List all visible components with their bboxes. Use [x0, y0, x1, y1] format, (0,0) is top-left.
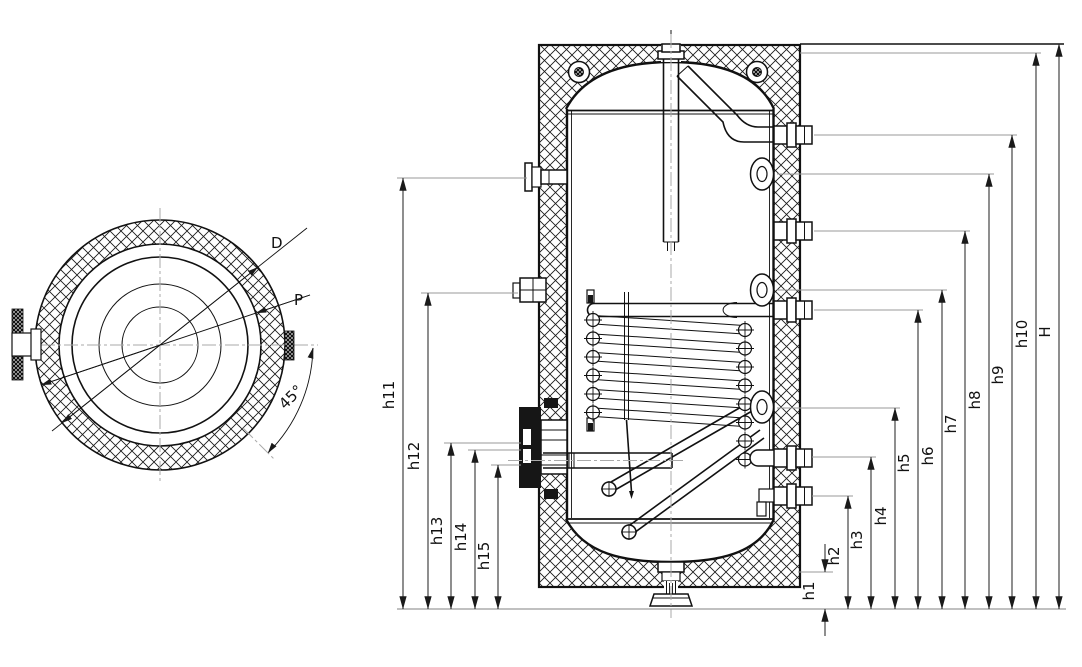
dim-label-h1: h1	[800, 581, 818, 600]
vessel-interior	[566, 62, 774, 562]
dimension-h1: h1	[798, 544, 833, 636]
lifting-eye-left	[567, 60, 591, 84]
dimension-h15: h15	[475, 464, 521, 610]
right-union-h3	[749, 445, 813, 471]
top-view: D P 45°	[11, 208, 318, 484]
dimension-h10: h10	[800, 52, 1041, 610]
shell-diameter-label: P	[294, 291, 303, 309]
right-union-h2	[756, 483, 813, 517]
dimension-h9: h9	[814, 134, 1017, 610]
right-connection-plan	[284, 330, 295, 361]
dim-label-h3: h3	[848, 530, 866, 549]
insulation-section	[539, 45, 800, 587]
side-connection-plan	[11, 308, 42, 381]
dim-label-h9: h9	[989, 365, 1007, 384]
side-view	[508, 30, 813, 618]
dim-label-h7: h7	[942, 414, 960, 433]
outer-diameter-label: D	[271, 234, 283, 252]
dimension-h3: h3	[812, 456, 876, 610]
coil-sections-right	[736, 321, 754, 469]
dimension-H: H	[800, 43, 1064, 610]
dim-label-h10: h10	[1013, 320, 1031, 349]
upper-outlet-pipe	[676, 65, 774, 143]
right-union-h9	[773, 122, 813, 148]
dim-label-h8: h8	[966, 390, 984, 409]
dim-label-h14: h14	[452, 523, 470, 552]
dimension-h8: h8	[777, 173, 994, 610]
sensor-pocket-1	[749, 157, 775, 191]
dim-label-h13: h13	[428, 517, 446, 546]
heater-flange	[508, 398, 686, 499]
dimension-h7: h7	[814, 230, 970, 610]
dimension-h12: h12	[405, 292, 518, 610]
dimension-D: D	[51, 227, 308, 432]
left-flanged-nozzle	[524, 162, 568, 192]
dim-label-h2: h2	[825, 546, 843, 565]
dimension-h11: h11	[380, 177, 527, 610]
dimension-h2: h2	[812, 495, 853, 610]
right-union-h5	[773, 297, 813, 323]
anode-tip	[629, 491, 634, 499]
sensor-pocket-3	[749, 390, 775, 424]
dimension-h13: h13	[428, 442, 521, 610]
angle-label: 45°	[275, 381, 307, 413]
dimension-h6: h6	[777, 289, 947, 610]
left-threaded-boss	[512, 277, 547, 303]
dimension-h14: h14	[452, 449, 521, 610]
dim-label-h4: h4	[872, 506, 890, 525]
sensor-pocket-2	[749, 273, 775, 307]
dimensions: h11 h12 h13 h14 h15 h1	[380, 43, 1066, 636]
anode-rod	[625, 419, 633, 493]
dim-label-h5: h5	[895, 453, 913, 472]
dim-label-h11: h11	[380, 381, 398, 410]
right-union-h7	[773, 218, 813, 244]
dim-label-h12: h12	[405, 442, 423, 471]
dim-label-H: H	[1036, 326, 1054, 337]
dim-label-h15: h15	[475, 542, 493, 571]
coil-sections-left	[584, 311, 602, 422]
dimension-P: P	[40, 291, 311, 386]
dim-label-h6: h6	[919, 446, 937, 465]
dimension-h4: h4	[777, 407, 900, 610]
dimension-h5: h5	[814, 309, 923, 610]
lifting-eye-right	[745, 60, 769, 84]
